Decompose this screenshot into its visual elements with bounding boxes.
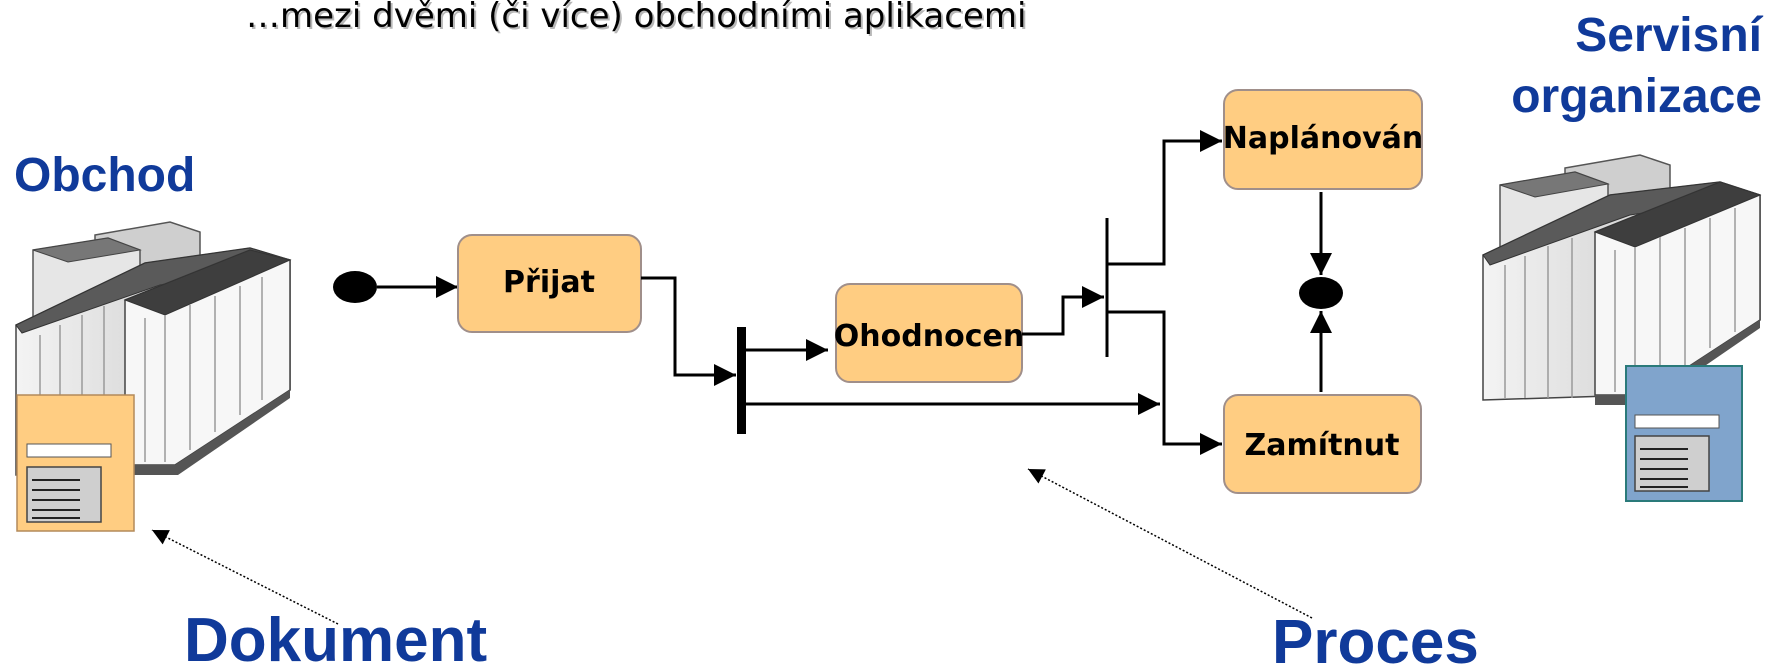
servisni-label-line2: organizace	[1511, 70, 1762, 123]
servisni-label-line1: Servisní	[1575, 9, 1763, 62]
proces-pointer-arrow	[1027, 468, 1313, 619]
document-icon	[16, 394, 135, 532]
proces-label: Proces	[1272, 608, 1479, 669]
obchod-label: Obchod	[14, 149, 195, 202]
dokument-label: Dokument	[184, 606, 487, 669]
ohodnocen-to-decision-arrow	[1022, 286, 1104, 336]
subtitle: …mezi dvěmi (či více) obchodními aplikac…	[246, 0, 1026, 36]
state-prijat-label: Přijat	[503, 265, 595, 300]
document-icon	[1625, 365, 1743, 502]
end-node	[1299, 277, 1343, 309]
state-zamitnut-label: Zamítnut	[1245, 428, 1400, 463]
decision-to-zamitnut-arrow	[1107, 310, 1222, 455]
prijat-to-fork-arrow	[641, 276, 736, 386]
state-ohodnocen-label: Ohodnocen	[834, 319, 1024, 354]
state-prijat: Přijat	[457, 234, 642, 333]
start-node	[333, 271, 377, 303]
state-ohodnocen: Ohodnocen	[834, 283, 1024, 383]
state-naplanovan-label: Naplánován	[1223, 121, 1423, 156]
subtitle-shadow: …mezi dvěmi (či více) obchodními aplikac…	[248, 0, 1028, 38]
state-zamitnut: Zamítnut	[1223, 394, 1422, 494]
decision-to-naplanovan-arrow	[1107, 130, 1222, 266]
fork-bar	[737, 327, 746, 434]
state-naplanovan: Naplánován	[1223, 89, 1423, 190]
dokument-pointer-arrow	[151, 529, 339, 625]
server-rack-icon	[1482, 154, 1762, 405]
